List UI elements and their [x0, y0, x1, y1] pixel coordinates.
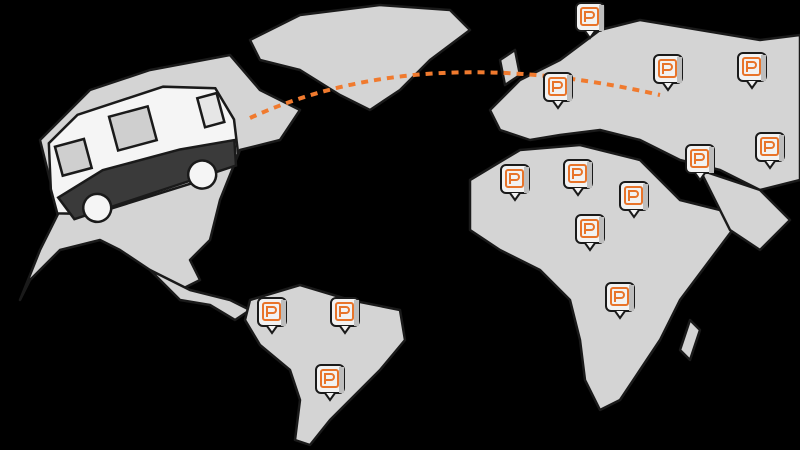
- central-america: [148, 268, 252, 322]
- car-icon: [47, 85, 240, 224]
- british-isles: [498, 48, 522, 87]
- greenland: [248, 3, 472, 112]
- madagascar: [678, 318, 702, 362]
- flight-route: [249, 70, 661, 120]
- arabia: [698, 168, 792, 252]
- africa: [468, 143, 742, 412]
